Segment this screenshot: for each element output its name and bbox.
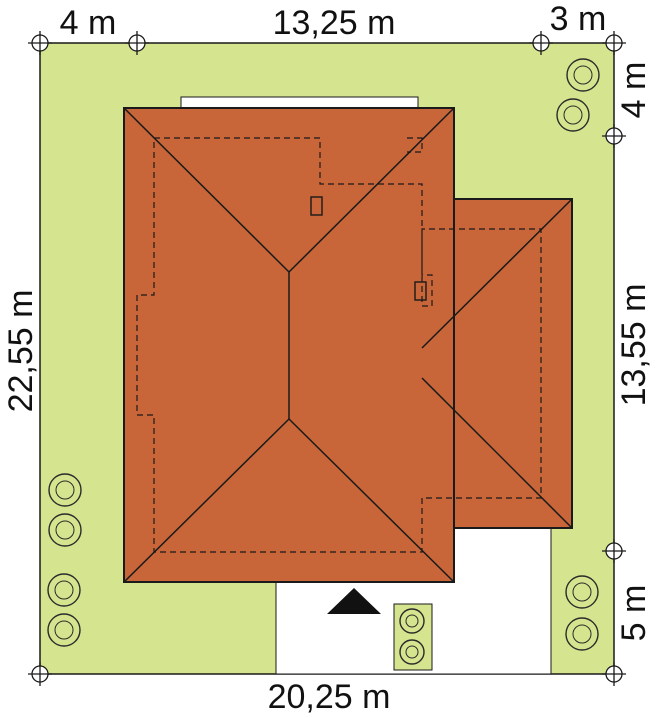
tree-icon — [565, 617, 599, 651]
dim-top-left: 4 m — [60, 4, 117, 42]
tree-icon — [566, 58, 600, 92]
tree-icon — [47, 573, 81, 607]
tree-icon — [399, 639, 425, 665]
chimney-2 — [414, 281, 427, 301]
dim-right-bottom: 5 m — [615, 585, 653, 642]
tree-group-left — [47, 473, 82, 647]
chimney-1 — [310, 196, 323, 216]
dim-left: 22,55 m — [2, 290, 40, 413]
tree-icon — [399, 608, 425, 634]
tree-group-right-bottom — [565, 575, 599, 651]
survey-markers — [28, 31, 626, 686]
tree-icon — [47, 613, 81, 647]
dim-top-middle: 13,25 m — [273, 4, 396, 42]
wall-outline-dashed — [136, 137, 542, 553]
tree-group-right-top — [556, 58, 600, 132]
wall-inner-dashed — [407, 137, 423, 153]
north-arrow-icon — [327, 588, 381, 614]
main-roof-ridges — [123, 107, 455, 583]
wing-roof-ridges — [421, 198, 573, 529]
dim-right-top: 4 m — [615, 62, 653, 119]
tree-icon — [556, 98, 590, 132]
dim-top-right: 3 m — [550, 0, 607, 38]
tree-icon — [565, 575, 599, 609]
tree-icon — [48, 473, 82, 507]
wing-roof — [453, 198, 573, 529]
tree-icon — [48, 513, 82, 547]
planter-bed — [393, 603, 433, 671]
dim-bottom: 20,25 m — [268, 678, 391, 716]
dim-right-middle: 13,55 m — [615, 284, 653, 407]
tree-group-planter — [399, 608, 425, 665]
